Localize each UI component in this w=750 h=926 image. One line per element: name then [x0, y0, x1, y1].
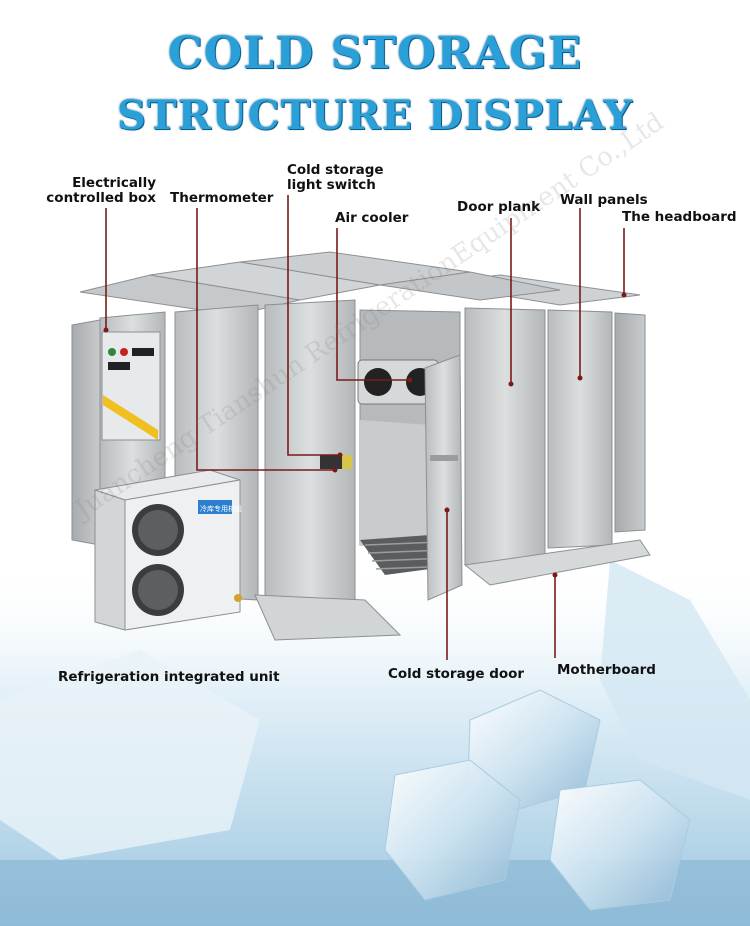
label-ls-line1: Cold storage — [287, 162, 384, 178]
leader-lines — [105, 195, 625, 660]
label-cold-storage-door: Cold storage door — [388, 666, 525, 682]
leader-air-cooler — [336, 228, 410, 381]
label-motherboard: Motherboard — [557, 662, 656, 678]
leader-thermometer — [196, 208, 335, 471]
label-light-switch: Cold storage light switch — [287, 163, 384, 193]
refrigeration-unit — [94, 469, 242, 631]
cold-room — [71, 251, 651, 641]
label-thermometer: Thermometer — [170, 190, 274, 206]
title-line-2: STRUCTURE DISPLAY — [116, 92, 633, 139]
label-door-plank: Door plank — [457, 199, 541, 215]
unit-label-text: 冷库专用机组 — [200, 504, 242, 513]
leader-dots — [103, 292, 627, 578]
label-headboard: The headboard — [622, 209, 737, 225]
leader-light-switch — [287, 195, 340, 456]
label-air-cooler: Air cooler — [335, 210, 409, 226]
title-line-1: COLD STORAGE — [167, 28, 583, 79]
label-refrigeration-unit: Refrigeration integrated unit — [58, 669, 280, 685]
label-ecb-line1: Electrically — [72, 175, 156, 191]
label-electrically-controlled-box: Electrically controlled box — [40, 176, 156, 206]
label-ls-line2: light switch — [287, 177, 376, 193]
label-ecb-line2: controlled box — [46, 190, 156, 206]
ice-cubes — [384, 689, 691, 911]
label-wall-panels: Wall panels — [560, 192, 648, 208]
